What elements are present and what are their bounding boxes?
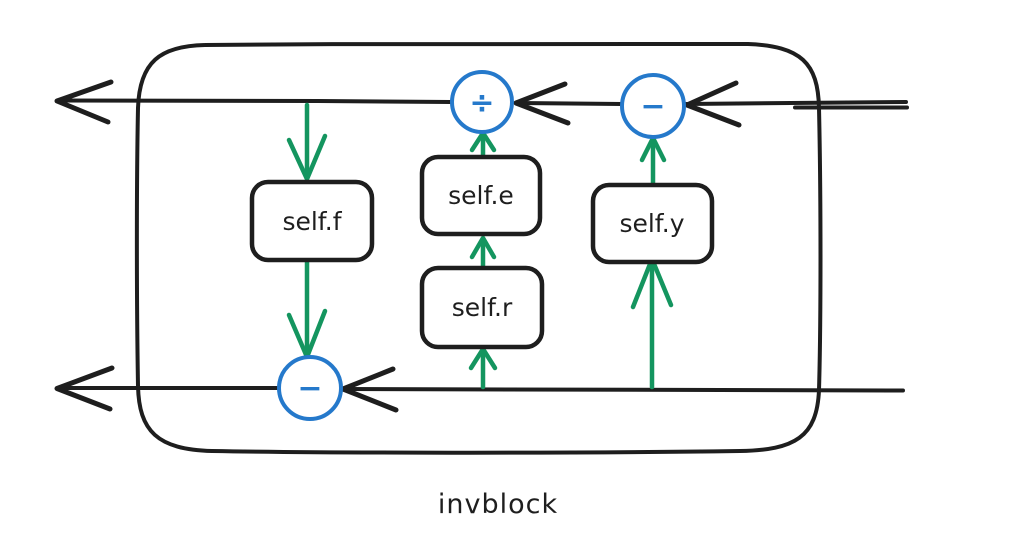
node-self-f xyxy=(249,179,375,263)
bottom-output-arrowhead xyxy=(54,365,115,412)
minus-bottom-input-arrowhead xyxy=(340,366,399,413)
arrow-head xyxy=(286,133,328,182)
top-signal-line-right xyxy=(684,100,908,106)
arrow-self-r-to-self-e xyxy=(469,235,497,269)
arrow-bottomline-to-self-r xyxy=(468,346,498,390)
node-self-r-label: self.r xyxy=(452,293,513,322)
arrow-self-e-to-divide xyxy=(469,130,497,159)
block-frame xyxy=(134,41,823,455)
arrow-self-y-to-minus-top xyxy=(639,135,667,186)
arrow-bottomline-to-self-y xyxy=(630,256,674,390)
divide-input-arrowhead xyxy=(513,81,571,126)
node-self-y xyxy=(590,182,715,265)
divide-symbol: ÷ xyxy=(469,86,494,121)
minus-top-node-circle xyxy=(620,73,686,139)
node-self-r xyxy=(419,265,545,350)
node-self-e-label: self.e xyxy=(448,181,514,210)
top-signal-line-mid xyxy=(516,101,624,106)
top-signal-line-left xyxy=(56,98,453,104)
minus-top-symbol: − xyxy=(640,89,665,124)
minus-bottom-node-circle xyxy=(277,355,343,421)
bottom-signal-line-right xyxy=(342,387,905,393)
top-output-arrowhead xyxy=(54,79,114,125)
node-self-f-label: self.f xyxy=(282,207,342,236)
arrow-self-f-to-minus-bottom xyxy=(286,259,328,360)
divide-node-circle xyxy=(450,70,514,134)
diagram-caption: invblock xyxy=(438,489,558,520)
minus-bottom-symbol: − xyxy=(297,371,322,406)
node-self-e xyxy=(419,154,543,237)
minus-top-input-arrowhead xyxy=(684,80,742,128)
arrow-head xyxy=(469,235,497,260)
arrow-topline-to-self-f xyxy=(286,102,328,182)
node-self-y-label: self.y xyxy=(619,209,684,238)
